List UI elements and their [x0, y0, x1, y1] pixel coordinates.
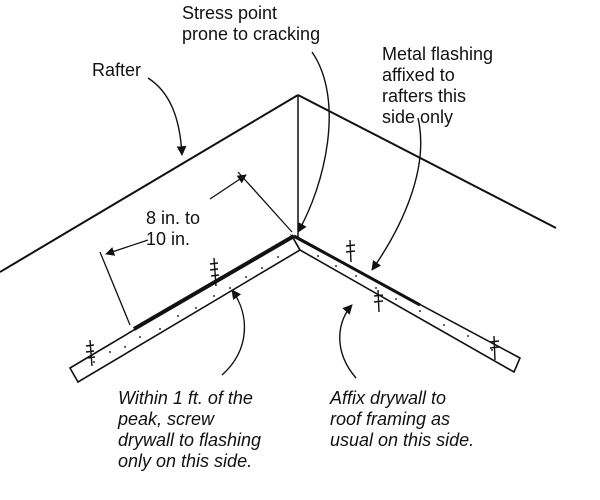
screw-left-upper: [209, 257, 220, 287]
screw-left-lower: [85, 339, 96, 367]
left-drywall-panel: [68, 234, 302, 384]
left-drywall-texture: [93, 256, 279, 363]
label-line: Within 1 ft. of the: [118, 388, 253, 408]
label-line: Affix drywall to: [330, 388, 447, 408]
right-drywall-panel: [289, 233, 522, 374]
left-rafter-line: [0, 94, 299, 273]
left-side-note: Within 1 ft. of the peak, screw drywall …: [118, 388, 261, 472]
stress-point-leader-arrow: [297, 51, 330, 233]
screw-right-lower: [489, 335, 500, 361]
rafter-leader-arrow: [147, 77, 187, 156]
dimension-line-right: [237, 171, 293, 233]
metal-flashing-label: Metal flashing affixed to rafters this s…: [382, 44, 493, 128]
flashing-leader-arrow: [371, 117, 422, 271]
dimension-line-left: [99, 251, 131, 326]
label-line: only on this side.: [118, 451, 253, 471]
label-line: drywall to flashing: [118, 430, 262, 450]
screw-group: [85, 239, 500, 367]
screw-right-mid: [373, 289, 384, 313]
right-note-leader-arrow: [339, 304, 357, 379]
label-line: Metal flashing: [382, 44, 494, 64]
label-line: peak, screw: [118, 409, 215, 429]
left-flashing-strip: [132, 234, 296, 331]
right-side-note: Affix drywall to roof framing as usual o…: [330, 388, 474, 451]
right-flashing-strip: [293, 234, 421, 307]
label-line: rafters this: [382, 86, 467, 106]
label-line: 10 in.: [146, 229, 191, 249]
left-note-leader-arrow: [221, 289, 246, 376]
dimension-arrow-right: [209, 174, 247, 200]
label-line: side only: [382, 107, 454, 127]
label-line: 8 in. to: [146, 208, 201, 228]
label-line: prone to cracking: [182, 24, 321, 44]
rafter-label: Rafter: [92, 60, 141, 81]
label-line: affixed to: [382, 65, 455, 85]
label-line: Rafter: [92, 60, 142, 80]
screw-right-upper: [345, 239, 356, 263]
dimension-arrow-left: [105, 239, 149, 256]
label-line: Stress point: [182, 3, 278, 23]
stress-point-label: Stress point prone to cracking: [182, 3, 320, 45]
label-line: roof framing as: [330, 409, 451, 429]
distance-label: 8 in. to 10 in.: [146, 208, 200, 250]
label-line: usual on this side.: [330, 430, 475, 450]
right-rafter-line: [297, 94, 557, 229]
right-drywall-texture: [317, 255, 493, 351]
